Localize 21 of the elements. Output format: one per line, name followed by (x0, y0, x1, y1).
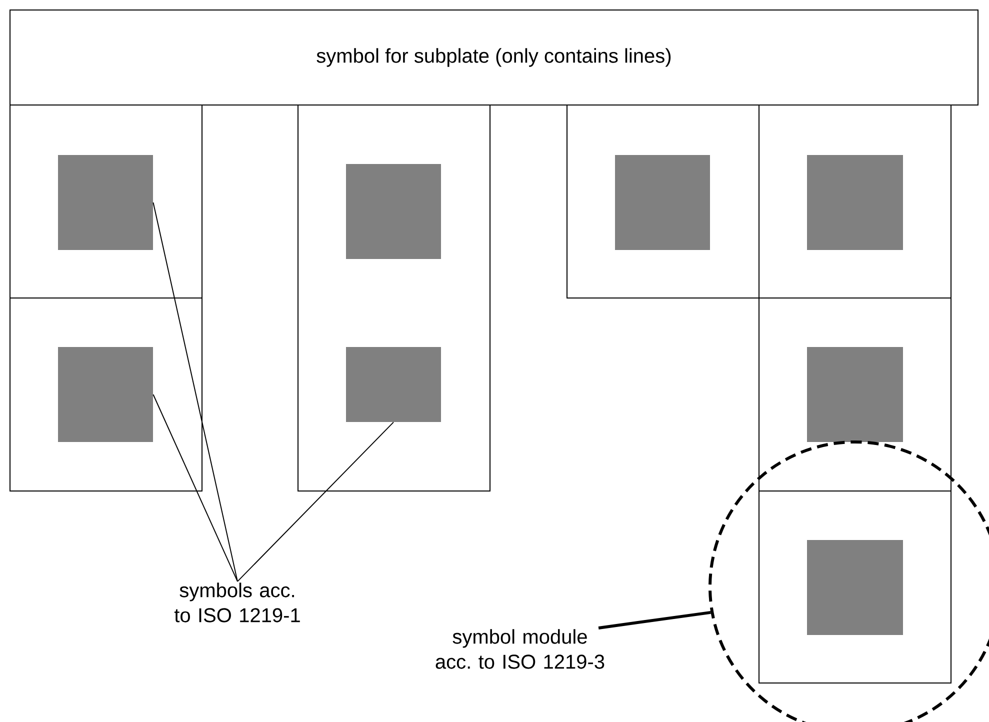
module-box (298, 104, 490, 492)
leader-line (152, 394, 238, 582)
symbol-square (807, 347, 903, 442)
symbol-square (58, 347, 153, 442)
symbol-square (615, 155, 710, 250)
symbol-square (346, 164, 441, 259)
module-box (758, 104, 952, 298)
module-box (566, 104, 760, 298)
leader-line (598, 610, 711, 630)
symbol-square (807, 155, 903, 250)
symbol-square (58, 155, 153, 250)
leader-line (237, 422, 394, 582)
label-text: symbol module acc. to ISO 1219-3 (436, 629, 604, 669)
leader-line (152, 202, 238, 582)
symbol-square (807, 540, 903, 635)
module-box (758, 298, 952, 492)
label-text: symbols acc. to ISO 1219-1 (174, 582, 300, 622)
subplate-box: symbol for subplate (only contains lines) (10, 10, 978, 106)
symbol-square (346, 347, 441, 422)
module-box (10, 298, 202, 492)
module-box (10, 104, 202, 298)
